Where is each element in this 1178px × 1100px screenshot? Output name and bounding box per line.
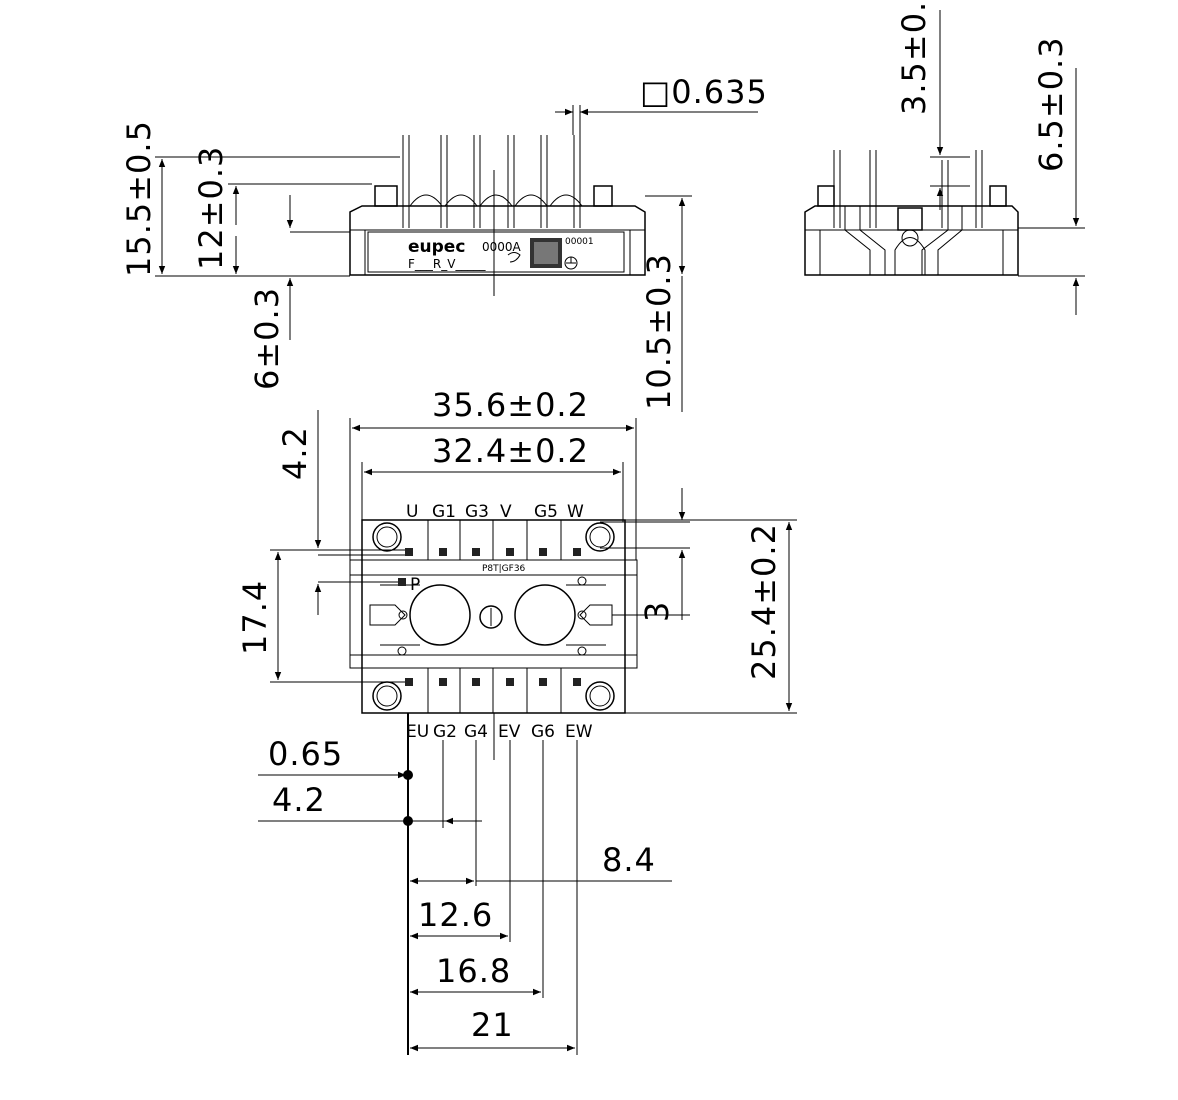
- dim-bottom-168: 16.8: [436, 952, 511, 990]
- center-screw: [479, 605, 503, 629]
- dim-bottom-065: 0.65: [268, 735, 343, 773]
- pin-label-g1: G1: [432, 502, 456, 522]
- dim-height-total: 15.5±0.5: [120, 120, 158, 277]
- marking-text: F___R_V_____: [408, 257, 486, 271]
- mount-hole-top-right: [585, 522, 615, 552]
- pin-label-g6: G6: [531, 722, 555, 742]
- dim-right-small: 3: [638, 601, 676, 622]
- pin-label-eu: EU: [406, 722, 429, 742]
- front-view: eupec 0000A F___R_V_____ 00001 □0.63: [120, 73, 768, 412]
- mount-hole-bottom-right: [585, 681, 615, 711]
- top-view: 35.6±0.2 32.4±0.2: [236, 386, 797, 742]
- pin-label-g3: G3: [465, 502, 489, 522]
- pin-label-ew: EW: [565, 722, 593, 742]
- serial-text: 00001: [565, 237, 594, 247]
- pin-label-g4: G4: [464, 722, 488, 742]
- dim-height-body: 12±0.3: [192, 146, 230, 270]
- pin-label-u: U: [406, 502, 418, 522]
- front-view-body: [349, 205, 646, 276]
- logo: eupec: [408, 237, 465, 257]
- dim-bottom-126: 12.6: [418, 896, 493, 934]
- side-view: 3.5±0.4 6.5±0.3: [804, 0, 1085, 315]
- dim-left-top: 4.2: [276, 426, 314, 480]
- pin-label-g2: G2: [433, 722, 457, 742]
- dim-bottom-84: 8.4: [602, 841, 656, 879]
- mount-hole-top-left: [372, 522, 402, 552]
- dim-right-height: 25.4±0.2: [745, 523, 783, 680]
- dim-bottom-42: 4.2: [272, 781, 326, 819]
- side-view-body: [804, 205, 1019, 276]
- dim-front-height: 10.5±0.3: [640, 253, 678, 410]
- pin-label-p: P: [410, 575, 420, 595]
- dim-side-height: 6.5±0.3: [1032, 36, 1070, 172]
- bottom-dimensions: 0.65 4.2 8.4 12.6 16.8 21: [258, 713, 672, 1055]
- label-plate: [367, 231, 625, 273]
- center-hole-right: [514, 584, 576, 646]
- ul-mark-icon: [507, 252, 521, 263]
- pin-label-w: W: [567, 502, 584, 522]
- board-code: P8T|GF36: [482, 564, 526, 574]
- code-text: 0000A: [482, 240, 522, 254]
- dim-side-pin-top: 3.5±0.4: [895, 0, 933, 115]
- pin-label-ev: EV: [498, 722, 521, 742]
- pin-tolerance-label: □0.635: [640, 73, 768, 111]
- dim-width-inner: 32.4±0.2: [432, 432, 589, 470]
- dim-bottom-21: 21: [471, 1006, 514, 1044]
- pin-label-g5: G5: [534, 502, 558, 522]
- center-hole-left: [409, 584, 471, 646]
- dim-width-outer: 35.6±0.2: [432, 386, 589, 424]
- pin-label-v: V: [500, 502, 512, 522]
- dim-left-height: 17.4: [236, 580, 274, 655]
- dim-pin-offset: 6±0.3: [248, 287, 286, 390]
